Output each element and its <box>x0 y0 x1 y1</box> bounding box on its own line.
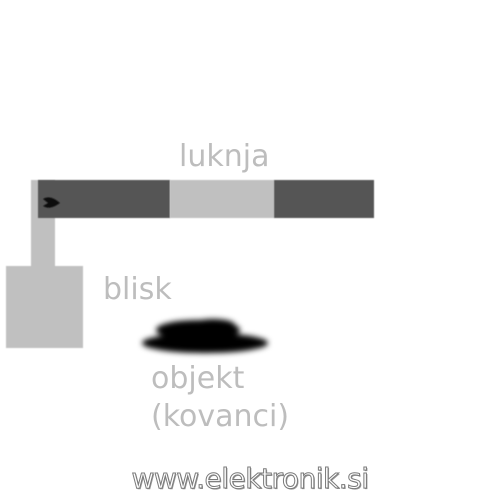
flash-label: blisk <box>103 272 172 307</box>
hole-opening <box>170 180 274 218</box>
watermark: www.elektronik.si <box>131 462 370 496</box>
dark-bar-right <box>274 180 374 218</box>
object-sublabel: (kovanci) <box>151 399 290 434</box>
hole-label: luknja <box>179 139 270 174</box>
coins-object <box>142 319 268 353</box>
flash-block <box>6 266 83 348</box>
dark-bar-left <box>38 180 170 218</box>
arrow-right-icon <box>43 197 60 208</box>
object-label: objekt <box>151 361 245 396</box>
